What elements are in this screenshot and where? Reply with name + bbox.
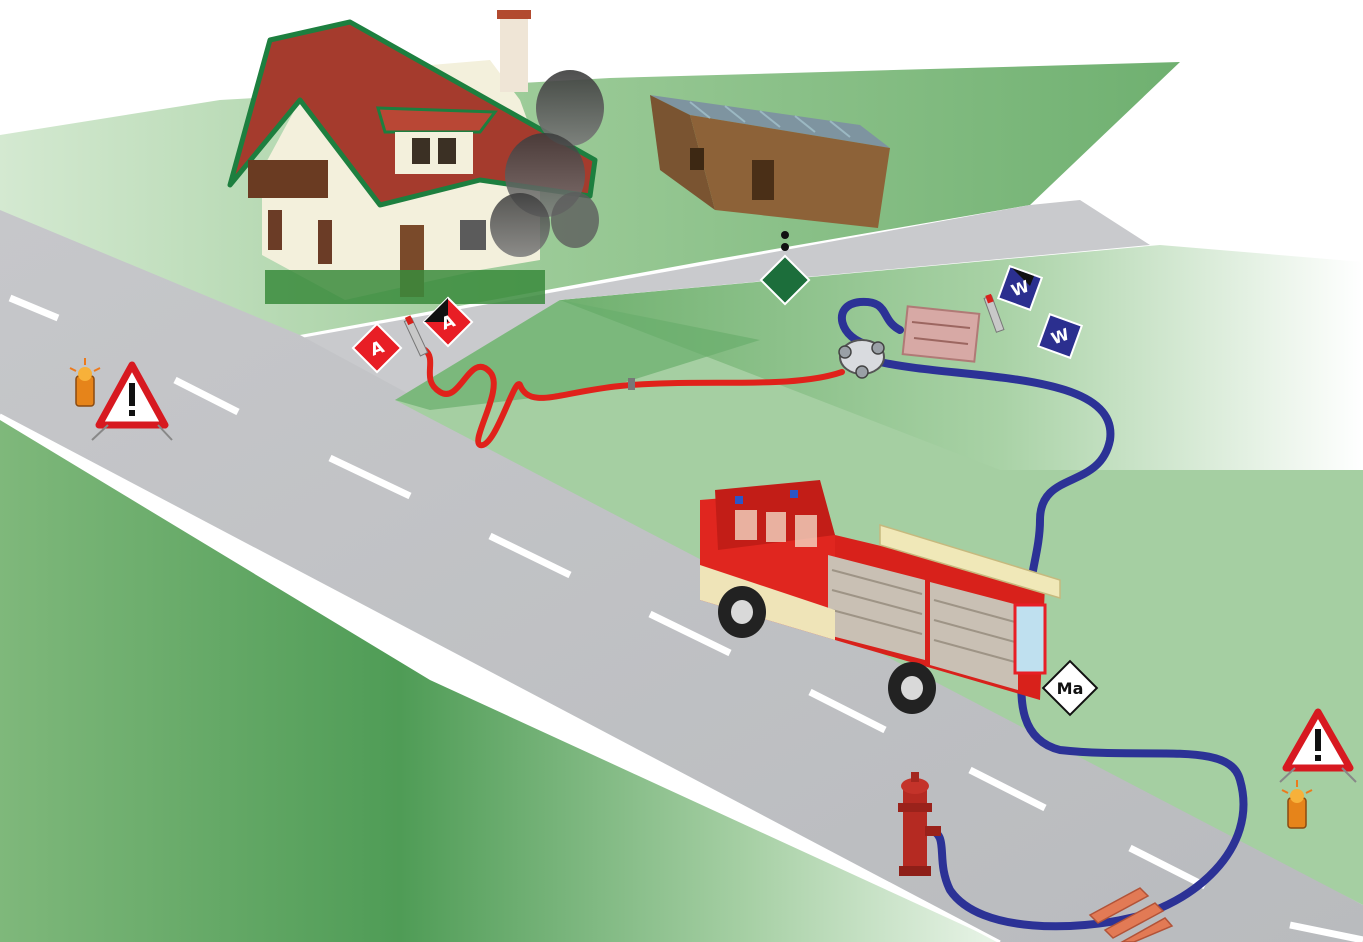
equipment-pile-icon xyxy=(903,306,980,361)
hose-coupling xyxy=(628,378,635,390)
machinist-marker-label: Ma xyxy=(1057,679,1084,698)
